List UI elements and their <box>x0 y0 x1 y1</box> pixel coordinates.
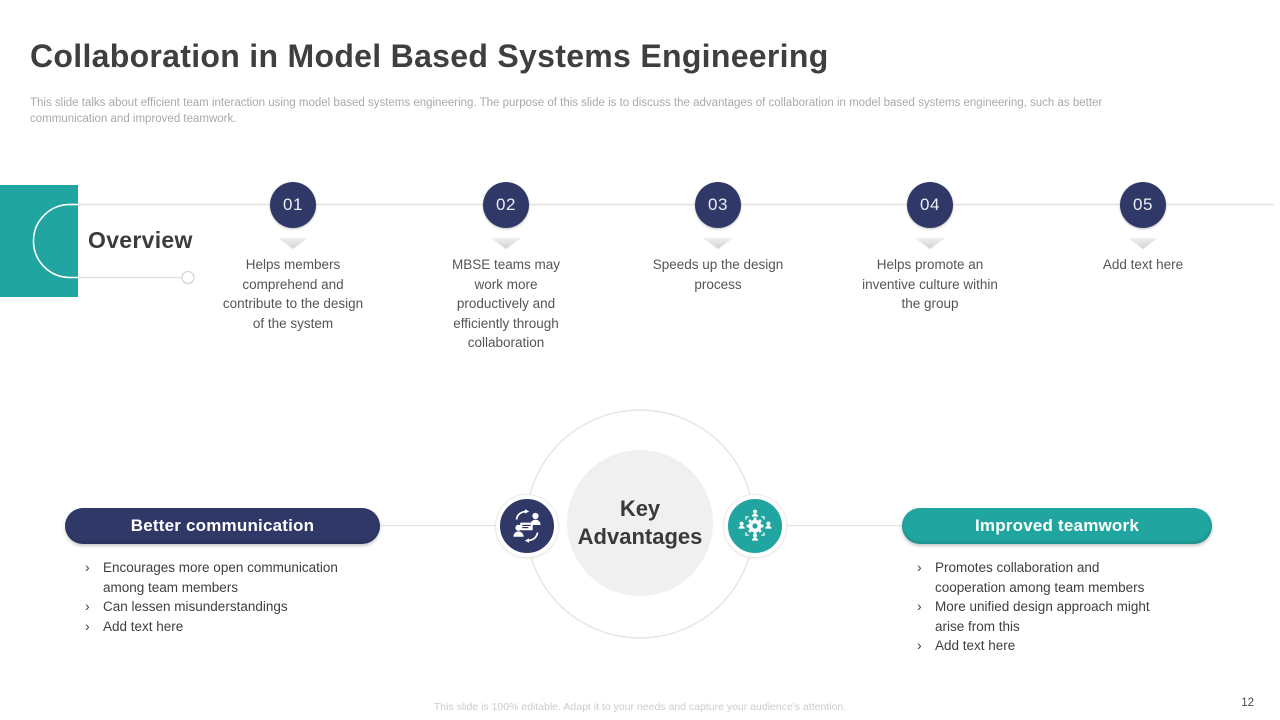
footer-note: This slide is 100% editable. Adapt it to… <box>433 701 847 713</box>
chevron-bullet-icon: › <box>917 559 922 575</box>
step-description: Helps promote an inventive culture withi… <box>862 257 998 311</box>
slide-subtitle: This slide talks about efficient team in… <box>30 97 1103 125</box>
chevron-down-icon <box>703 238 733 249</box>
better-communication-list: › Encourages more open communication amo… <box>85 558 375 636</box>
improved-teamwork-list: › Promotes collaboration and cooperation… <box>917 558 1167 656</box>
chevron-down-icon <box>278 238 308 249</box>
list-item-text: More unified design approach might arise… <box>935 599 1150 634</box>
list-item: › Encourages more open communication amo… <box>85 558 375 597</box>
pill-label: Improved teamwork <box>974 516 1139 535</box>
hub-title: Key Advantages <box>577 496 703 549</box>
step-description: Add text here <box>1102 257 1184 272</box>
list-item-text: Add text here <box>935 638 1016 653</box>
step-number-badge: 02 <box>483 182 529 228</box>
overview-end-ring <box>181 270 195 285</box>
chevron-bullet-icon: › <box>85 559 90 575</box>
step-number-badge: 03 <box>695 182 741 228</box>
page-number: 12 <box>1241 697 1254 709</box>
chevron-bullet-icon: › <box>85 617 90 634</box>
timeline-step-2: 02 MBSE teams may work more productively… <box>421 182 591 353</box>
list-item: › More unified design approach might ari… <box>917 597 1167 636</box>
step-description: Helps members comprehend and contribute … <box>222 257 364 331</box>
timeline-step-1: 01 Helps members comprehend and contribu… <box>208 182 378 333</box>
chevron-down-icon <box>491 238 521 249</box>
list-item: › Can lessen misunderstandings <box>85 597 375 617</box>
step-description: Speeds up the design process <box>652 257 784 292</box>
pill-label: Better communication <box>130 516 315 535</box>
list-item: › Add text here <box>85 617 375 637</box>
improved-teamwork-pill: Improved teamwork <box>902 508 1212 544</box>
timeline-step-5: 05 Add text here <box>1058 182 1228 275</box>
step-description: MBSE teams may work more productively an… <box>451 257 561 350</box>
list-item-text: Encourages more open communication among… <box>103 560 338 595</box>
step-number-badge: 04 <box>907 182 953 228</box>
overview-label: Overview <box>88 227 193 253</box>
page-title: Collaboration in Model Based Systems Eng… <box>30 38 829 74</box>
chevron-bullet-icon: › <box>85 598 90 614</box>
chevron-bullet-icon: › <box>917 637 922 653</box>
timeline-step-4: 04 Helps promote an inventive culture wi… <box>845 182 1015 314</box>
list-item: › Add text here <box>917 636 1167 656</box>
step-number-badge: 01 <box>270 182 316 228</box>
chevron-down-icon <box>1128 238 1158 249</box>
chevron-bullet-icon: › <box>917 598 922 614</box>
list-item-text: Can lessen misunderstandings <box>103 599 288 614</box>
step-number-badge: 05 <box>1120 182 1166 228</box>
teamwork-gear-icon <box>724 495 786 557</box>
timeline-step-3: 03 Speeds up the design process <box>633 182 803 294</box>
communication-exchange-icon <box>496 495 558 557</box>
better-communication-pill: Better communication <box>65 508 380 544</box>
hub-circle: Key Advantages <box>567 450 713 596</box>
chevron-down-icon <box>915 238 945 249</box>
list-item-text: Add text here <box>103 618 184 634</box>
overview-accent-rect <box>0 185 78 297</box>
list-item: › Promotes collaboration and cooperation… <box>917 558 1167 597</box>
list-item-text: Promotes collaboration and cooperation a… <box>935 560 1145 595</box>
